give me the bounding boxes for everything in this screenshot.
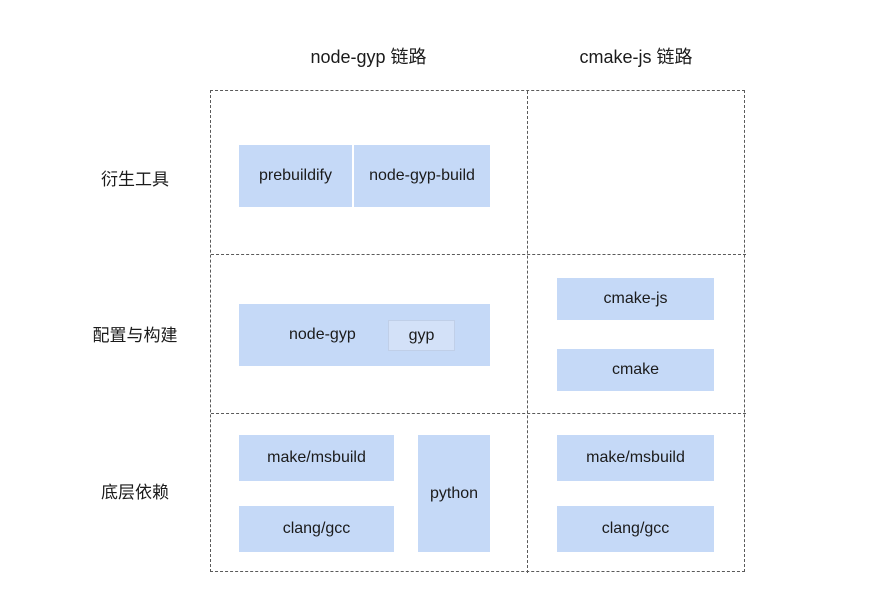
column-divider-1 — [527, 91, 528, 573]
column-header-cmake-js: cmake-js 链路 — [579, 47, 693, 67]
node-box-python: python — [418, 435, 490, 552]
node-box-cmake: cmake — [557, 349, 714, 391]
node-box-node-gyp-build: node-gyp-build — [354, 145, 490, 207]
node-box-clang-gcc-right: clang/gcc — [557, 506, 714, 552]
matrix-grid — [210, 90, 746, 573]
row-label-configure-build: 配置与构建 — [92, 326, 178, 345]
node-box-make-msbuild-left: make/msbuild — [239, 435, 394, 481]
column-header-node-gyp: node-gyp 链路 — [310, 47, 427, 67]
node-box-node-gyp: node-gyp gyp — [239, 304, 490, 366]
row-divider-1 — [211, 254, 746, 255]
node-box-node-gyp-label: node-gyp — [289, 326, 356, 343]
row-label-derived-tools: 衍生工具 — [101, 170, 169, 189]
node-box-clang-gcc-left: clang/gcc — [239, 506, 394, 552]
row-divider-2 — [211, 413, 746, 414]
node-box-make-msbuild-right: make/msbuild — [557, 435, 714, 481]
node-box-gyp: gyp — [388, 320, 455, 351]
row-label-low-level-deps: 底层依赖 — [101, 483, 169, 502]
node-box-prebuildify: prebuildify — [239, 145, 352, 207]
node-box-cmake-js: cmake-js — [557, 278, 714, 320]
